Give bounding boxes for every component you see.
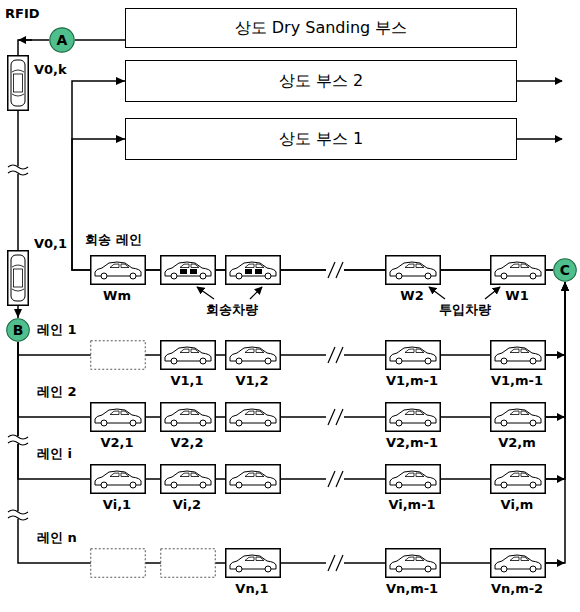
car-icon (226, 341, 281, 370)
car-icon (161, 465, 216, 494)
station-circle: C (553, 258, 577, 282)
circle-shape (50, 28, 74, 52)
text-label: 회송 레인 (84, 232, 143, 248)
connector-arrowhead (14, 309, 22, 318)
car-icon (386, 256, 441, 285)
text-label: 투입차량 (438, 302, 492, 318)
text-label: V1,m-1 (490, 373, 544, 389)
car-icon (386, 549, 441, 578)
empty-slot (91, 341, 146, 370)
station-letter: B (13, 322, 24, 339)
return-car-icon (226, 256, 281, 285)
car-icon (226, 403, 281, 432)
text-label: V2,2 (169, 435, 204, 451)
car-icon (8, 56, 29, 111)
connector-arrowhead (561, 282, 569, 291)
text-label: W2 (399, 288, 424, 304)
lane-end-arrow (546, 562, 564, 564)
text-label: Vn,1 (234, 581, 269, 597)
car-icon (386, 341, 441, 370)
station-circle: B (6, 318, 30, 342)
booth-box: 상도 Dry Sanding 부스 (125, 8, 517, 48)
text-label: Wm (102, 288, 132, 304)
car-icon (491, 256, 546, 285)
text-label: Vi,m (500, 497, 535, 513)
break-mark (8, 165, 344, 571)
text-label: V1,m-1 (385, 373, 439, 389)
connector-arrowhead (561, 282, 569, 291)
car-icon (491, 341, 546, 370)
text-label: V2,m-1 (385, 435, 439, 451)
connector (18, 282, 569, 417)
text-label: 회송차량 (205, 302, 259, 318)
car-icon (491, 465, 546, 494)
callout-arrow (197, 287, 214, 299)
car-icon (91, 403, 146, 432)
empty-slot (91, 549, 146, 578)
connector-arrowhead (116, 135, 125, 143)
connector (18, 282, 569, 479)
car-icon (386, 403, 441, 432)
station-circle: A (49, 27, 75, 53)
text-label: 레인 n (36, 530, 78, 546)
text-label: V2,m (497, 435, 537, 451)
callout-arrow (429, 287, 445, 299)
car-icon (226, 549, 281, 578)
connector-arrowhead (116, 77, 125, 85)
text-label: V1,2 (234, 373, 269, 389)
callout-arrow (250, 287, 262, 299)
lane-end-arrow (546, 478, 564, 480)
lane-end-arrow (546, 416, 564, 418)
connector-line (18, 282, 565, 563)
text-label: RFID (4, 6, 41, 22)
car-icon (226, 465, 281, 494)
car-icon (491, 403, 546, 432)
car-icon (8, 251, 29, 306)
connector-line (18, 282, 565, 417)
booth-name: 상도 부스 1 (279, 129, 363, 148)
text-label: 레인 1 (36, 322, 78, 338)
car-icon (91, 256, 146, 285)
text-label: V1,1 (169, 373, 204, 389)
exit-arrow (517, 80, 562, 82)
lane-end-arrow (546, 354, 564, 356)
car-icon (386, 465, 441, 494)
text-label: Vn,m-1 (385, 581, 439, 597)
connector (72, 77, 553, 270)
connector-line (18, 282, 565, 479)
booth-name: 상도 Dry Sanding 부스 (235, 18, 408, 37)
connector (75, 40, 125, 41)
connector (18, 282, 569, 563)
text-label: V0,1 (33, 236, 68, 252)
connector-arrowhead (561, 282, 569, 291)
connector-arrowhead (561, 282, 569, 291)
car-icon (161, 403, 216, 432)
circle-shape (7, 319, 30, 342)
text-label: V0,k (33, 62, 68, 78)
exit-arrow (517, 138, 562, 140)
callout-arrow (485, 287, 500, 299)
circle-shape (554, 259, 577, 282)
booth-box: 상도 부스 1 (125, 118, 517, 160)
empty-slot (161, 549, 216, 578)
station-letter: C (560, 262, 570, 279)
car-icon (91, 465, 146, 494)
text-label: W1 (504, 288, 529, 304)
booth-box: 상도 부스 2 (125, 60, 517, 102)
text-label: Vi,2 (172, 497, 202, 513)
car-icon (161, 341, 216, 370)
text-label: V2,1 (99, 435, 134, 451)
text-label: 레인 i (36, 446, 73, 462)
connector-line (75, 39, 125, 41)
text-label: Vn,m-2 (490, 581, 544, 597)
connector-line (72, 81, 553, 270)
car-icon (491, 549, 546, 578)
text-label: Vi,m-1 (387, 497, 436, 513)
booth-name: 상도 부스 2 (279, 71, 363, 90)
text-label: Vi,1 (102, 497, 132, 513)
text-label: 레인 2 (36, 384, 78, 400)
return-car-icon (161, 256, 216, 285)
station-letter: A (57, 32, 68, 49)
flow-arrow (19, 39, 32, 41)
